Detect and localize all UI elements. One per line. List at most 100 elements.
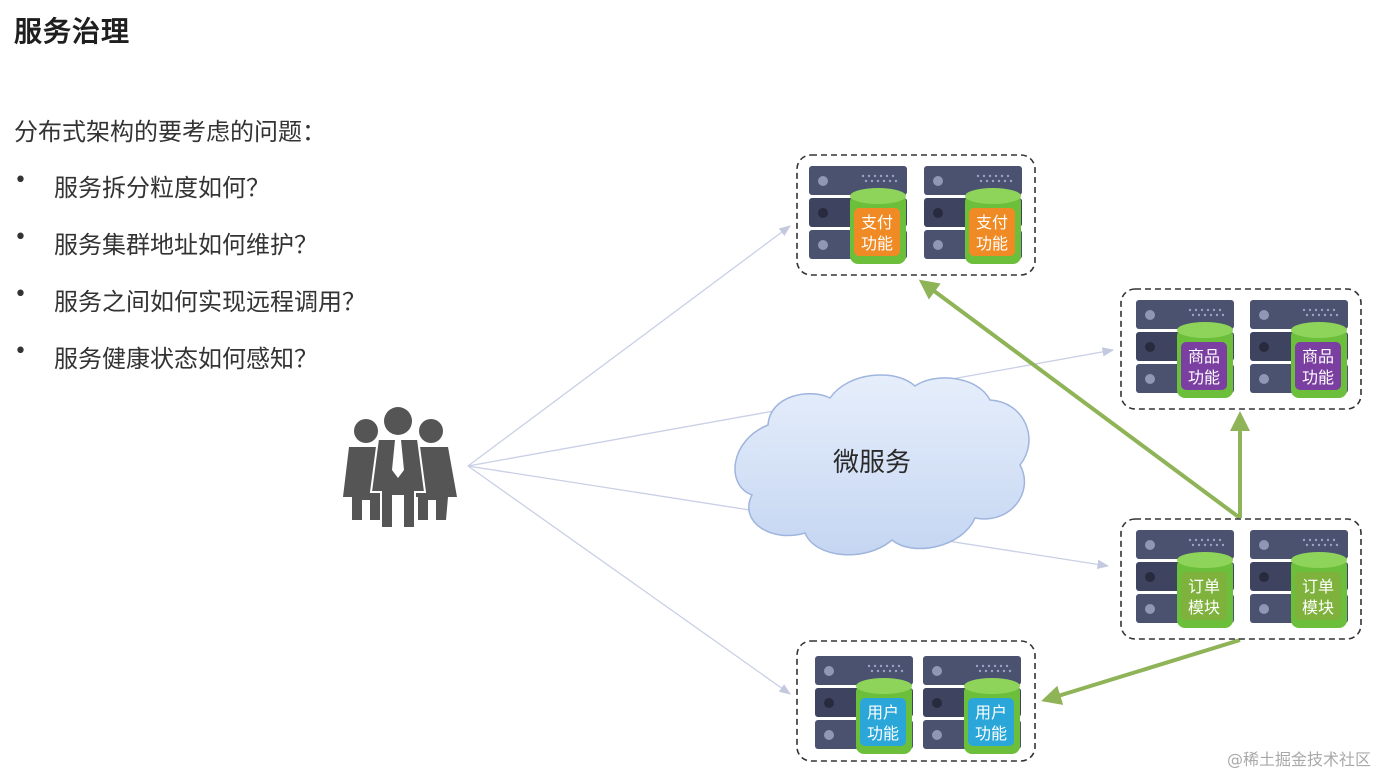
service-label-line2: 功能 [975,724,1007,743]
service-label-line2: 模块 [1302,598,1334,617]
vent-dot [1203,313,1207,317]
vent-dot [1209,313,1213,317]
rack-unit [1136,300,1234,329]
vent-dot [870,179,874,183]
vent-dot [867,174,871,178]
service-label-line2: 功能 [976,234,1008,253]
led-icon [824,730,834,740]
database-top [856,678,912,694]
vent-dot [885,664,889,668]
vent-dot [1329,543,1333,547]
question-text: 服务拆分粒度如何？ [54,174,270,202]
business-users-icon [343,407,457,529]
vent-dot [894,179,898,183]
vent-dot [1305,543,1309,547]
vent-dot [1215,543,1219,547]
vent-dot [894,669,898,673]
led-icon [932,730,942,740]
led-icon [1259,342,1269,352]
vent-dot [885,174,889,178]
vent-dot [1191,543,1195,547]
vent-dot [1212,308,1216,312]
vent-dot [976,174,980,178]
vent-dot [999,664,1003,668]
question-text: 服务健康状态如何感知？ [54,345,318,373]
vent-dot [1191,313,1195,317]
vent-dot [1188,538,1192,542]
led-icon [824,698,834,708]
led-icon [1259,604,1269,614]
rack-unit [809,166,907,195]
vent-dot [981,664,985,668]
page-title: 服务治理 [14,15,131,48]
vent-dot [1317,543,1321,547]
service-label-line1: 订单 [1302,577,1334,596]
led-icon [824,666,834,676]
service-label-line1: 支付 [861,213,893,232]
vent-dot [1218,538,1222,542]
vent-dot [1320,308,1324,312]
bullet-icon: • [14,225,27,250]
vent-dot [888,179,892,183]
vent-dot [994,174,998,178]
vent-dot [997,179,1001,183]
led-icon [932,666,942,676]
vent-dot [861,174,865,178]
vent-dot [1009,179,1013,183]
led-icon [818,208,828,218]
vent-dot [978,669,982,673]
led-icon [1145,310,1155,320]
vent-dot [876,179,880,183]
rack-unit [1136,530,1234,559]
vent-dot [1194,308,1198,312]
service-label-box [860,698,906,746]
vent-dot [1212,538,1216,542]
database-top [965,188,1021,204]
vent-dot [1329,313,1333,317]
vent-dot [1200,308,1204,312]
vent-dot [1323,543,1327,547]
vent-dot [1323,313,1327,317]
question-text: 服务之间如何实现远程调用？ [54,288,366,316]
vent-dot [1332,538,1336,542]
led-icon [933,240,943,250]
vent-dot [1194,538,1198,542]
led-icon [933,208,943,218]
service-label-box [854,208,900,256]
vent-dot [996,669,1000,673]
bullet-icon: • [14,282,27,307]
arrow-to-user [467,465,791,695]
vent-dot [1008,669,1012,673]
vent-dot [1206,538,1210,542]
led-icon [818,240,828,250]
led-icon [933,176,943,186]
vent-dot [1335,543,1339,547]
service-label-line1: 商品 [1188,347,1220,366]
vent-dot [1335,313,1339,317]
led-icon [1145,572,1155,582]
led-icon [1259,310,1269,320]
vent-dot [1326,308,1330,312]
vent-dot [987,664,991,668]
rack-unit [1250,530,1348,559]
vent-dot [993,664,997,668]
vent-dot [1203,543,1207,547]
led-icon [1259,540,1269,550]
vent-dot [879,174,883,178]
vent-dot [882,669,886,673]
vent-dot [882,179,886,183]
vent-dot [891,664,895,668]
vent-dot [1302,538,1306,542]
vent-dot [1000,174,1004,178]
vent-dot [1002,669,1006,673]
led-icon [1145,540,1155,550]
